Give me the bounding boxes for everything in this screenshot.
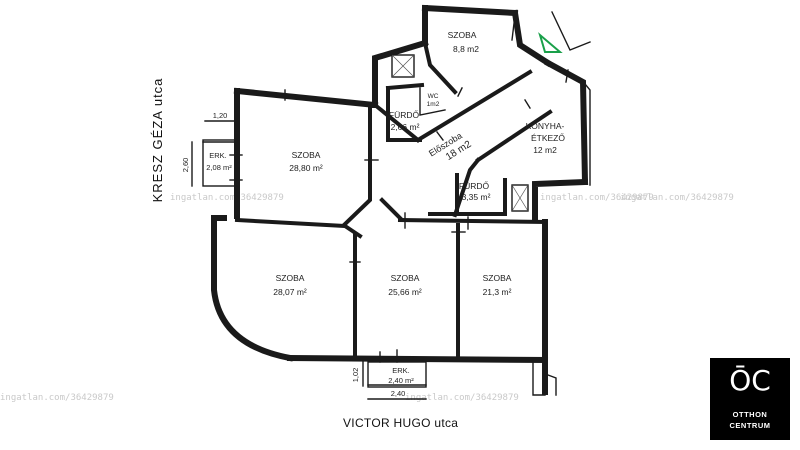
exterior-wall [511, 9, 553, 68]
interior-wall [397, 217, 548, 225]
watermark-text: ingatlan.com/36429879 [405, 393, 519, 403]
interior-wall [234, 217, 348, 229]
balcony-outline [202, 139, 237, 187]
interior-wall [511, 14, 516, 41]
interior-wall [385, 82, 425, 91]
logo-line-1: OTTHON [732, 410, 768, 419]
shaft-box [511, 184, 529, 212]
interior-wall [475, 109, 553, 163]
watermark-text: ingatlan.com/36429879 [0, 393, 114, 403]
logo-line-2: CENTRUM [729, 421, 771, 430]
door-mark [524, 99, 531, 109]
watermark-text: ingatlan.com/36429879 [620, 193, 734, 203]
balcony-bottom [362, 361, 427, 400]
exterior-walls [211, 4, 589, 396]
room-name: SZOBA [448, 30, 477, 40]
room-erk-left: ERK. 2,08 m² [206, 151, 232, 172]
shaft-box [391, 54, 415, 78]
room-area: 8,8 m2 [453, 44, 479, 54]
balcony-left [191, 120, 237, 187]
room-name: ERK. [209, 151, 227, 160]
room-area: 28,07 m² [273, 287, 307, 297]
street-label-left: KRESZ GÉZA utca [150, 78, 165, 203]
room-szoba-2566: SZOBA 25,66 m² [388, 273, 422, 297]
interior-wall [415, 69, 533, 143]
room-name: SZOBA [483, 273, 512, 283]
balcony-outline [367, 361, 427, 388]
exterior-wall [286, 354, 549, 364]
room-name-2: ÉTKEZŐ [531, 133, 565, 143]
interior-wall [379, 197, 403, 221]
interior-wall [419, 87, 446, 116]
room-name: FÜRDŐ [459, 181, 490, 191]
exterior-wall [421, 4, 519, 17]
watermarks: ingatlan.com/36429879 ingatlan.com/36429… [0, 193, 734, 403]
room-erk-bottom: ERK. 2,40 m² [388, 366, 414, 385]
interior-walls [234, 14, 553, 357]
exterior-wall [532, 178, 589, 223]
exterior-wall [233, 87, 379, 109]
room-furdo-1: FÜRDŐ 2,66 m² [389, 110, 420, 132]
watermark-text: ingatlan.com/36429879 [170, 193, 284, 203]
dimension-label: 1,20 [213, 111, 228, 120]
room-furdo-2: FÜRDŐ 3,35 m² [459, 181, 491, 202]
room-area: 21,3 m² [483, 287, 512, 297]
room-area: 2,66 m² [391, 122, 420, 132]
room-name: SZOBA [276, 273, 305, 283]
shaft-cross [511, 184, 529, 212]
room-area: 3,35 m² [462, 192, 491, 202]
logo-mark: ŌC [729, 364, 771, 397]
interior-wall [372, 102, 421, 143]
room-area: 2,08 m² [206, 163, 232, 172]
room-wc: WC 1m2 [427, 93, 440, 108]
room-szoba-2880: SZOBA 28,80 m² [289, 150, 323, 173]
room-szoba-213: SZOBA 21,3 m² [483, 273, 512, 297]
room-name: ERK. [392, 366, 410, 375]
room-konyha: KONYHA- ÉTKEZŐ 12 m2 [526, 121, 566, 155]
room-szoba-top: SZOBA 8,8 m2 [448, 30, 480, 54]
room-name: SZOBA [292, 150, 321, 160]
interior-wall [452, 157, 481, 218]
otthon-centrum-logo: ŌC OTTHON CENTRUM [710, 358, 790, 440]
exterior-wall [547, 374, 557, 396]
shaft-cross [391, 54, 415, 78]
door-mark [457, 87, 463, 97]
exterior-wall-curved [211, 215, 294, 362]
dimension-label: 2,60 [181, 158, 190, 173]
dimension-label: 1,02 [351, 368, 360, 383]
exterior-wall [532, 359, 546, 396]
exterior-wall [551, 11, 591, 51]
room-eloszoba: Előszoba 18 m2 [427, 130, 474, 163]
room-area: 1m2 [427, 101, 440, 108]
street-label-bottom: VICTOR HUGO utca [343, 416, 459, 430]
room-name: KONYHA- [526, 121, 565, 131]
interior-wall [422, 40, 458, 95]
room-name: FÜRDŐ [389, 110, 420, 120]
room-name: WC [428, 93, 439, 100]
room-area: 25,66 m² [388, 287, 422, 297]
exterior-wall [543, 58, 589, 186]
exterior-wall [372, 39, 429, 108]
door-mark [565, 69, 569, 83]
dimension-label: 2,40 [391, 389, 406, 398]
room-area: 2,40 m² [388, 376, 414, 385]
room-name: SZOBA [391, 273, 420, 283]
room-szoba-2807: SZOBA 28,07 m² [273, 273, 307, 297]
room-area: 12 m2 [533, 145, 557, 155]
room-area: 28,80 m² [289, 163, 323, 173]
watermark-text: ingatlan.com/36429879 [540, 193, 654, 203]
door-mark [436, 131, 444, 141]
exterior-wall [584, 83, 591, 186]
orientation-marker [538, 32, 563, 53]
interior-wall [342, 183, 372, 227]
interior-wall [342, 223, 363, 239]
